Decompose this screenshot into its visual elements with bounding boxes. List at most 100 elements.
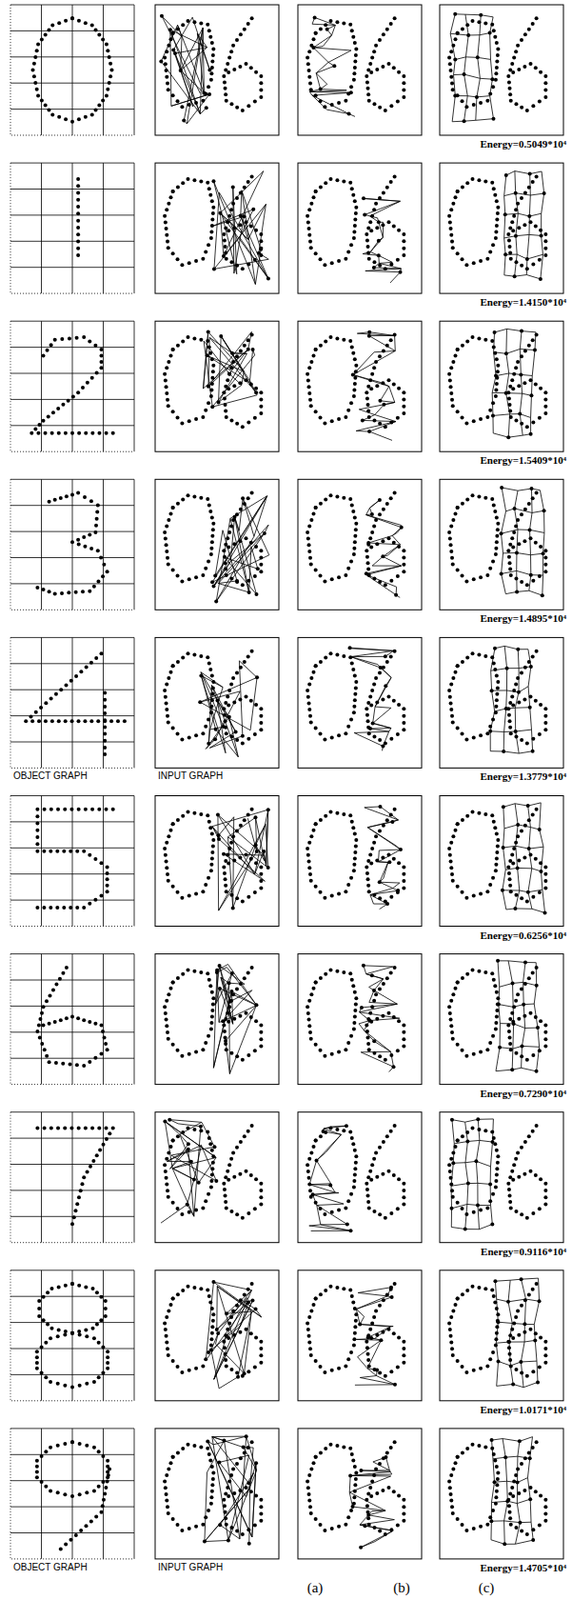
graph-dot (374, 675, 378, 680)
graph-dot (171, 347, 176, 352)
panel-frame (439, 162, 564, 294)
match-lines (382, 555, 401, 566)
graph-dot (372, 265, 376, 270)
graph-dot (223, 86, 228, 91)
graph-dot (207, 92, 212, 97)
graph-dot (102, 745, 107, 750)
grid-line (40, 320, 42, 452)
graph-dot (81, 335, 86, 339)
graph-dot (336, 258, 341, 263)
graph-dot (225, 377, 230, 382)
graph-dot (517, 412, 522, 416)
graph-dot (210, 533, 215, 538)
graph-dot (348, 180, 353, 185)
graph-dot (164, 1023, 169, 1027)
deformed-grid (519, 331, 523, 436)
match-lines (212, 826, 256, 874)
graph-dot (507, 396, 512, 401)
match-lines (350, 650, 394, 656)
graph-dot (512, 506, 517, 511)
graph-dot (369, 70, 374, 75)
graph-dot (55, 848, 60, 853)
graph-dot (381, 402, 386, 407)
graph-dot (314, 31, 318, 36)
graph-dot (322, 1053, 327, 1058)
graph-dot (323, 338, 328, 343)
graph-dot (201, 91, 206, 96)
graph-dot (318, 975, 323, 980)
graph-dot (163, 852, 168, 857)
graph-dot (198, 179, 203, 184)
graph-dot (200, 256, 205, 261)
match-lines (199, 660, 257, 757)
graph-dot (455, 567, 460, 572)
graph-dot (95, 371, 99, 375)
graph-dot (164, 1017, 169, 1022)
graph-dot (187, 734, 192, 739)
graph-dot (460, 343, 465, 348)
graph-dot (485, 572, 490, 577)
graph-dot (352, 710, 356, 714)
graph-dot (372, 49, 376, 54)
graph-dot (76, 232, 80, 237)
panel-frame (155, 162, 279, 294)
graph-dot (514, 589, 519, 593)
graph-dot (176, 501, 180, 506)
graph-dot (216, 812, 220, 817)
graph-dot (534, 333, 539, 337)
graph-dot (63, 19, 68, 23)
graph-dot (206, 384, 211, 389)
graph-dot (336, 890, 341, 895)
graph-dot (250, 16, 255, 20)
graph-dot (401, 411, 406, 415)
graph-dot (447, 214, 452, 218)
panel-frame (155, 4, 279, 136)
input-graph (297, 162, 422, 294)
graph-dot (377, 804, 382, 809)
graph-dot (192, 493, 197, 498)
graph-dot (318, 414, 323, 419)
graph-dot (335, 335, 339, 340)
graph-dot (515, 675, 520, 680)
match-lines (350, 656, 380, 668)
graph-dot (221, 74, 226, 79)
graph-dot (449, 707, 454, 711)
graph-dot (347, 112, 352, 117)
graph-dot (493, 78, 498, 82)
graph-dot (323, 655, 328, 660)
graph-dot (353, 40, 357, 45)
graph-dot (464, 737, 469, 742)
graph-dot (242, 659, 247, 664)
input-graph (155, 636, 279, 768)
grid-line (10, 872, 135, 874)
graph-dot (309, 720, 314, 725)
match-lines (175, 53, 200, 115)
input-graph (155, 953, 279, 1085)
graph-dot (448, 219, 453, 224)
graph-dot (305, 688, 310, 692)
graph-dot (330, 1051, 335, 1056)
graph-dot (66, 398, 71, 403)
grid-line (10, 346, 135, 348)
graph-dot (401, 232, 406, 237)
graph-dot (100, 98, 105, 103)
graph-dot (211, 995, 216, 1000)
graph-dot (495, 679, 500, 684)
graph-dot (350, 503, 355, 508)
graph-dot (78, 669, 83, 673)
graph-dot (543, 232, 548, 237)
graph-dot (366, 540, 371, 545)
match-lines (382, 544, 400, 556)
graph-dot (519, 329, 524, 334)
graph-dot (70, 16, 75, 20)
graph-dot (102, 724, 107, 729)
graph-dot (455, 884, 460, 888)
graph-dot (515, 359, 520, 364)
graph-dot (254, 1018, 258, 1023)
graph-dot (258, 1023, 263, 1027)
graph-dot (455, 347, 460, 352)
graph-dot (465, 497, 470, 502)
graph-dot (163, 694, 168, 699)
graph-dot (343, 572, 348, 577)
graph-dot (329, 19, 334, 23)
